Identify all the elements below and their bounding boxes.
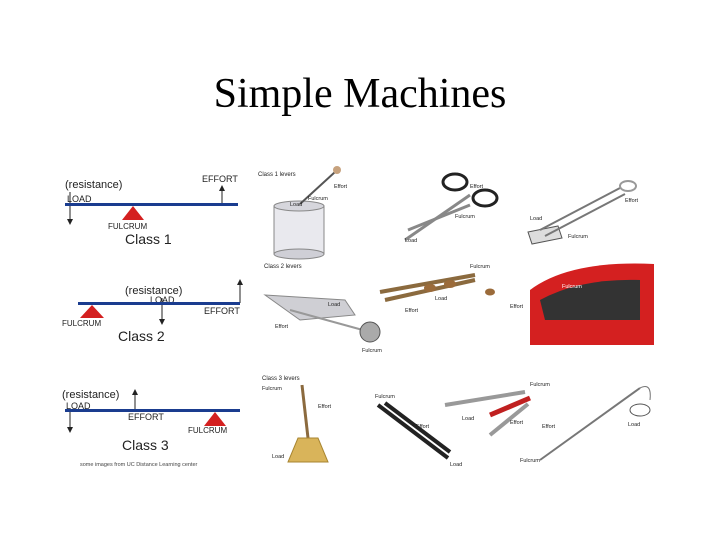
class3-examples-header: Class 3 levers — [262, 376, 300, 382]
fishing-rod-illustration — [539, 386, 651, 461]
broom-illustration — [287, 384, 329, 463]
tweezers-effort-label: Effort — [416, 424, 430, 430]
class3-effort-label: EFFORT — [128, 412, 164, 422]
car-door-illustration — [530, 263, 654, 345]
broom-effort-label: Effort — [318, 404, 332, 410]
tweezers-illustration — [376, 401, 452, 460]
class1-fulcrum-label: FULCRUM — [108, 222, 147, 231]
nutcracker-fulcrum-label: Fulcrum — [470, 264, 490, 270]
fishing-rod-load-label: Load — [628, 422, 640, 428]
wheelbarrow-load-label: Load — [328, 302, 340, 308]
class2-examples-header: Class 2 levers — [264, 264, 302, 270]
class1-examples-header: Class 1 levers — [258, 172, 296, 178]
nutcracker-load-label: Load — [435, 296, 447, 302]
paint-can-effort-label: Effort — [334, 184, 348, 190]
paint-can-load-label: Load — [290, 202, 302, 208]
class2-fulcrum-label: FULCRUM — [62, 319, 101, 328]
tongs-fulcrum-label: Fulcrum — [530, 382, 550, 388]
class3-load-label: LOAD — [66, 401, 91, 411]
class3-fulcrum-label: FULCRUM — [188, 426, 227, 435]
wheelbarrow-illustration — [263, 294, 381, 343]
class1-examples: Class 1 levers Effort Fulcrum Load Effor… — [258, 166, 639, 260]
slide-title: Simple Machines — [213, 71, 507, 117]
class3-examples: Class 3 levers Fulcrum Effort Load Fulcr… — [262, 376, 651, 468]
fishing-rod-effort-label: Effort — [542, 424, 556, 430]
tweezers-fulcrum-label: Fulcrum — [375, 394, 395, 400]
class3-title: Class 3 — [122, 437, 169, 453]
scissors-illustration — [404, 172, 499, 242]
class1-load-label: LOAD — [67, 194, 92, 204]
class3-resistance-label: (resistance) — [62, 389, 119, 401]
class3-fulcrum-triangle — [204, 412, 226, 426]
pliers-effort-label: Effort — [625, 198, 639, 204]
scissors-effort-label: Effort — [470, 184, 484, 190]
class2-resistance-label: (resistance) — [125, 285, 182, 297]
class1-resistance-label: (resistance) — [65, 179, 122, 191]
image-credit: some images from UC Distance Learning ce… — [80, 462, 198, 468]
class1-effort-label: EFFORT — [202, 174, 238, 184]
class2-effort-label: EFFORT — [204, 306, 240, 316]
tongs-illustration — [444, 390, 531, 437]
pliers-load-label: Load — [530, 216, 542, 222]
tweezers-load-label: Load — [450, 462, 462, 468]
class2-examples: Class 2 levers Load Effort Fulcrum Fulcr… — [263, 263, 654, 354]
car-door-effort-label: Effort — [510, 304, 524, 310]
wheelbarrow-fulcrum-label: Fulcrum — [362, 348, 382, 354]
nutcracker-illustration — [379, 273, 495, 302]
paint-can-illustration — [273, 166, 341, 260]
pliers-illustration — [527, 180, 637, 245]
class2-fulcrum-triangle — [80, 305, 104, 318]
broom-fulcrum-label: Fulcrum — [262, 386, 282, 392]
class1-fulcrum-triangle — [122, 206, 144, 220]
class3-lever-bar — [65, 409, 240, 412]
class2-diagram: (resistance) LOAD EFFORT FULCRUM Class 2 — [62, 279, 243, 344]
scissors-load-label: Load — [405, 238, 417, 244]
paint-can-fulcrum-label: Fulcrum — [308, 196, 328, 202]
class1-title: Class 1 — [125, 231, 172, 247]
class1-lever-bar — [65, 203, 238, 206]
class3-diagram: (resistance) LOAD EFFORT FULCRUM Class 3… — [62, 389, 240, 468]
wheelbarrow-effort-label: Effort — [275, 324, 289, 330]
tongs-effort-label: Effort — [510, 420, 524, 426]
car-door-fulcrum-label: Fulcrum — [562, 284, 582, 290]
tongs-load-label: Load — [462, 416, 474, 422]
class1-diagram: (resistance) LOAD EFFORT FULCRUM Class 1 — [65, 174, 238, 247]
scissors-fulcrum-label: Fulcrum — [455, 214, 475, 220]
levers-diagram: (resistance) LOAD EFFORT FULCRUM Class 1… — [62, 166, 654, 468]
class2-lever-bar — [78, 302, 240, 305]
nutcracker-effort-label: Effort — [405, 308, 419, 314]
pliers-fulcrum-label: Fulcrum — [568, 234, 588, 240]
class2-title: Class 2 — [118, 328, 165, 344]
class2-load-label: LOAD — [150, 295, 175, 305]
broom-load-label: Load — [272, 454, 284, 460]
fishing-rod-fulcrum-label: Fulcrum — [520, 458, 540, 464]
